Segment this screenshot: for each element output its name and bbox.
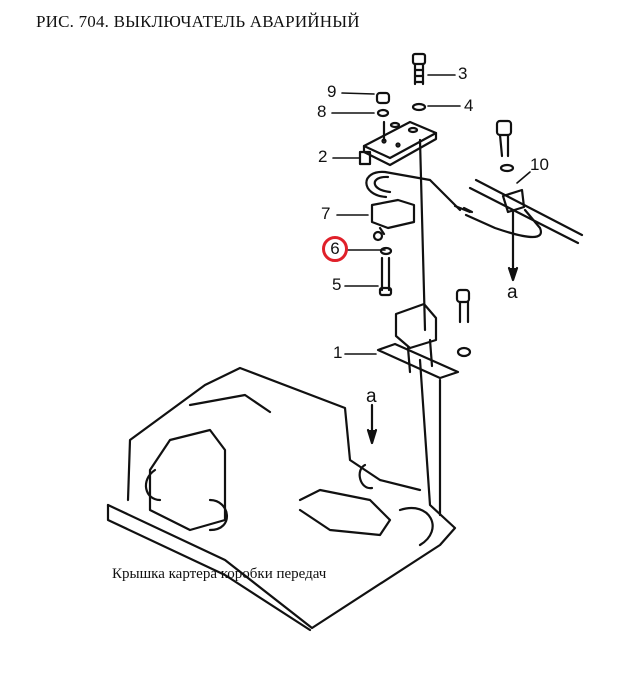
washer-4: [411, 102, 427, 112]
callout-3: 3: [458, 64, 468, 83]
bracket-1: [376, 288, 472, 380]
washer-6: [379, 246, 393, 256]
callout-2: 2: [318, 147, 328, 166]
callout-4: 4: [464, 96, 474, 115]
arrow-label-lower: a: [366, 386, 377, 407]
nut-9: [375, 91, 391, 105]
washer-8: [376, 108, 390, 118]
gearbox-cover-caption: Крышка картера коробки передач: [112, 566, 327, 582]
bolt-3: [411, 52, 427, 86]
tube-10: [468, 119, 584, 245]
callout-1: 1: [333, 343, 343, 362]
switch-7: [370, 198, 416, 242]
callout-7: 7: [321, 204, 331, 223]
callout-9: 9: [327, 82, 337, 101]
callout-5: 5: [332, 275, 342, 294]
callout-6-highlighted: 6: [322, 236, 348, 262]
callout-8: 8: [317, 102, 327, 121]
bracket-2: [358, 120, 438, 167]
arrow-label-upper: a: [507, 282, 518, 303]
leader-lines: [331, 74, 531, 355]
bolt-5: [378, 256, 393, 297]
figure-title: РИС. 704. ВЫКЛЮЧАТЕЛЬ АВАРИЙНЫЙ: [36, 12, 360, 31]
callout-10: 10: [530, 155, 549, 174]
gearbox-cover: [106, 358, 457, 632]
